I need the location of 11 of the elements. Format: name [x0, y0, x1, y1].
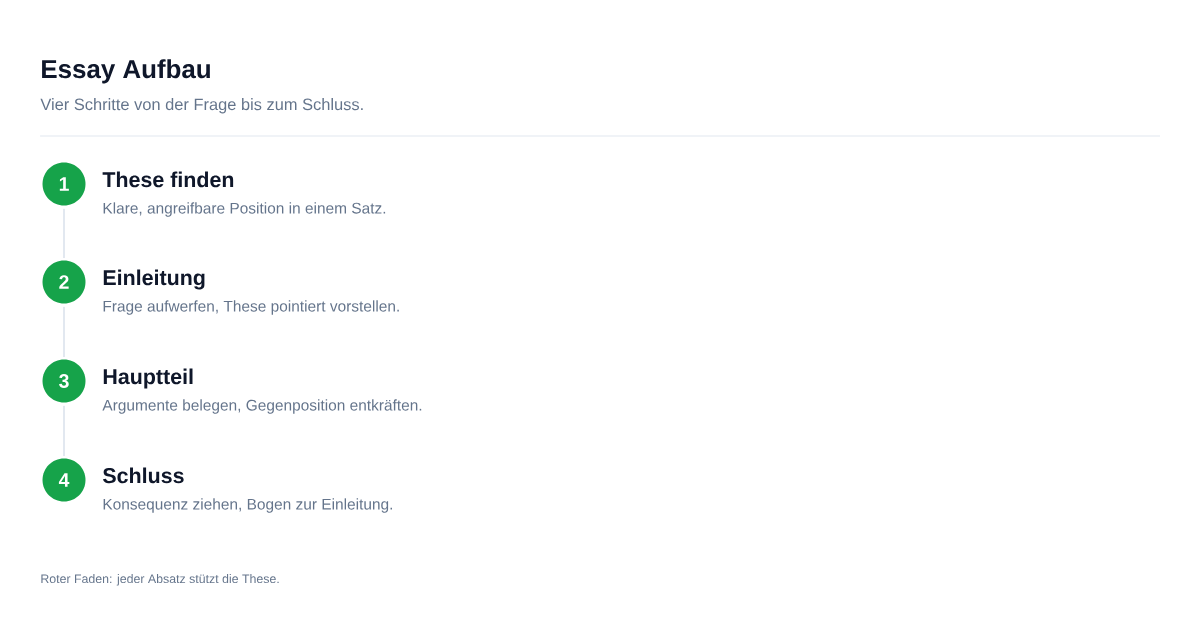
step-description: Frage aufwerfen, These pointiert vorstellen.	[103, 300, 399, 315]
subtitle: Vier Schritte von der Frage bis zum Schluss.	[40, 98, 363, 114]
step-heading: Einleitung	[103, 269, 205, 290]
step-heading: Hauptteil	[103, 368, 193, 389]
footnote: Roter Faden: jeder Absatz stützt die These.	[41, 574, 279, 586]
step-heading: Schluss	[102, 467, 184, 484]
step-heading: These finden	[102, 171, 234, 188]
step-description: Argumente belegen, Gegenposition entkräften.	[102, 399, 422, 414]
step-description: Konsequenz ziehen, Bogen zur Einleitung.	[103, 498, 392, 513]
title: Essay Aufbau	[42, 59, 210, 84]
step-description: Klare, angreifbare Position in einem Satz.	[103, 202, 386, 217]
